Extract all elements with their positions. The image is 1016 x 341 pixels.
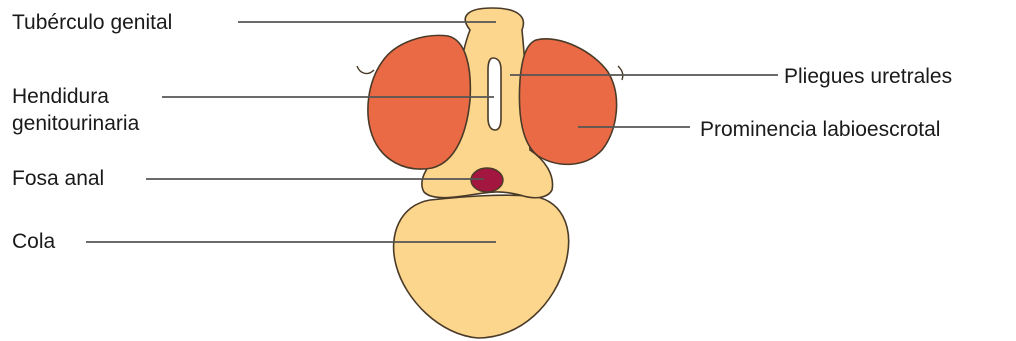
urogenital-groove xyxy=(488,58,501,130)
label-prominencia-labioescrotal: Prominencia labioescrotal xyxy=(700,116,940,143)
label-hendidura-line2: genitourinaria xyxy=(12,110,139,137)
label-fosa-anal: Fosa anal xyxy=(12,165,104,192)
label-pliegues-uretrales: Pliegues uretrales xyxy=(784,63,952,90)
left-labioscrotal-swelling xyxy=(368,35,470,169)
tail-region xyxy=(394,195,569,338)
anal-pit xyxy=(471,168,503,192)
right-edge-mark xyxy=(618,66,623,80)
label-cola: Cola xyxy=(12,228,55,255)
left-curl-mark xyxy=(357,66,374,73)
right-labioscrotal-swelling xyxy=(519,39,616,165)
label-hendidura-genitourinaria: Hendidura genitourinaria xyxy=(12,83,139,137)
label-hendidura-line1: Hendidura xyxy=(12,83,139,110)
label-tuberculo-genital: Tubérculo genital xyxy=(12,9,172,36)
